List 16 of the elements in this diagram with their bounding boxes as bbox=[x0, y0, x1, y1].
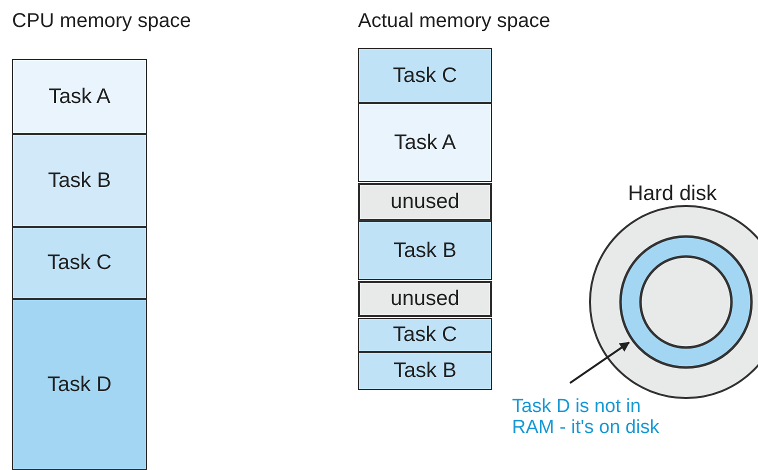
task-memory-block: Task B bbox=[358, 221, 492, 280]
column-heading: Actual memory space bbox=[358, 10, 550, 33]
task-memory-block: Task C bbox=[358, 48, 492, 103]
arrow bbox=[569, 342, 630, 384]
column-heading: CPU memory space bbox=[12, 10, 191, 33]
task-memory-block: Task C bbox=[358, 318, 492, 352]
unused-memory-block: unused bbox=[358, 281, 492, 317]
unused-memory-block: unused bbox=[358, 183, 492, 221]
task-memory-block: Task C bbox=[12, 227, 147, 299]
task-memory-block: Task B bbox=[358, 352, 492, 390]
task-memory-block: Task B bbox=[12, 134, 147, 227]
disk-label: Hard disk bbox=[628, 182, 717, 206]
annotation-text: Task D is not in RAM - it's on disk bbox=[512, 396, 672, 438]
task-memory-block: Task A bbox=[12, 59, 147, 134]
task-memory-block: Task D bbox=[12, 299, 147, 470]
task-memory-block: Task A bbox=[358, 103, 492, 182]
